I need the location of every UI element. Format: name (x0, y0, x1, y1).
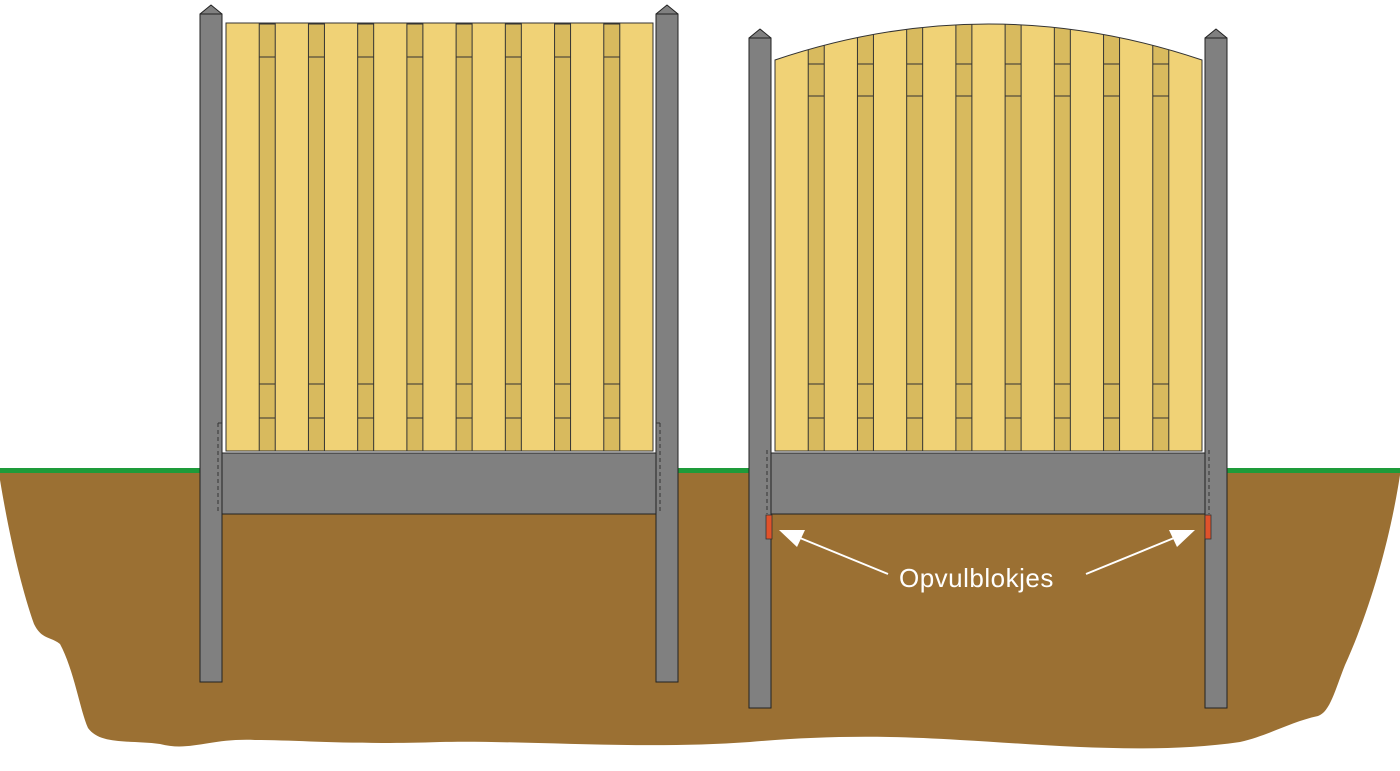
fence-plank (323, 23, 359, 451)
fence-plank (971, 24, 1006, 451)
fence-left-panel (225, 22, 654, 452)
fence-right-post-right (1204, 28, 1228, 709)
fence-plank (1069, 24, 1105, 451)
post-cap (748, 28, 772, 39)
fence-right (748, 23, 1228, 709)
post-right (1204, 37, 1228, 709)
fence-plank (619, 23, 653, 451)
grass-line (0, 468, 1400, 473)
right-filler-block (1204, 514, 1212, 540)
filler-blocks-label: Opvulblokjes (899, 563, 1054, 593)
panel-outline (225, 22, 654, 452)
fence-left-post-left (199, 4, 223, 683)
arrow-right-head (1169, 530, 1195, 547)
ground-soil (0, 471, 1400, 749)
post-cap (1204, 28, 1228, 39)
annotation-arrows (779, 530, 1195, 575)
fence-plank (226, 23, 260, 451)
arrow-right-shaft (1085, 537, 1175, 575)
fence-plank (1168, 24, 1202, 451)
fence-left (199, 4, 679, 683)
fence-plank (520, 23, 556, 451)
fence-plank (570, 23, 605, 451)
fence-plank (471, 23, 506, 451)
fence-plank (922, 24, 957, 451)
concrete-base-plate (770, 452, 1206, 515)
arrow-left-head (779, 530, 805, 547)
fence-plank (1020, 24, 1055, 451)
fence-left-post-right (655, 4, 679, 683)
fence-right-post-left (748, 28, 772, 709)
post-right (655, 13, 679, 683)
panel-outline (774, 23, 1203, 452)
left-filler-block (765, 514, 773, 540)
concrete-base-plate (221, 452, 657, 515)
fence-plank (422, 23, 457, 451)
fence-plank (775, 24, 809, 451)
post-cap (655, 4, 679, 15)
fence-plank (823, 24, 858, 451)
fence-right-panel (774, 23, 1203, 452)
fence-plank (274, 23, 309, 451)
post-left (199, 13, 223, 683)
fence-plank (1119, 24, 1154, 451)
post-left (748, 37, 772, 709)
fence-plank (872, 24, 908, 451)
fence-plank (373, 23, 408, 451)
post-cap (199, 4, 223, 15)
arrow-left-shaft (799, 537, 889, 575)
